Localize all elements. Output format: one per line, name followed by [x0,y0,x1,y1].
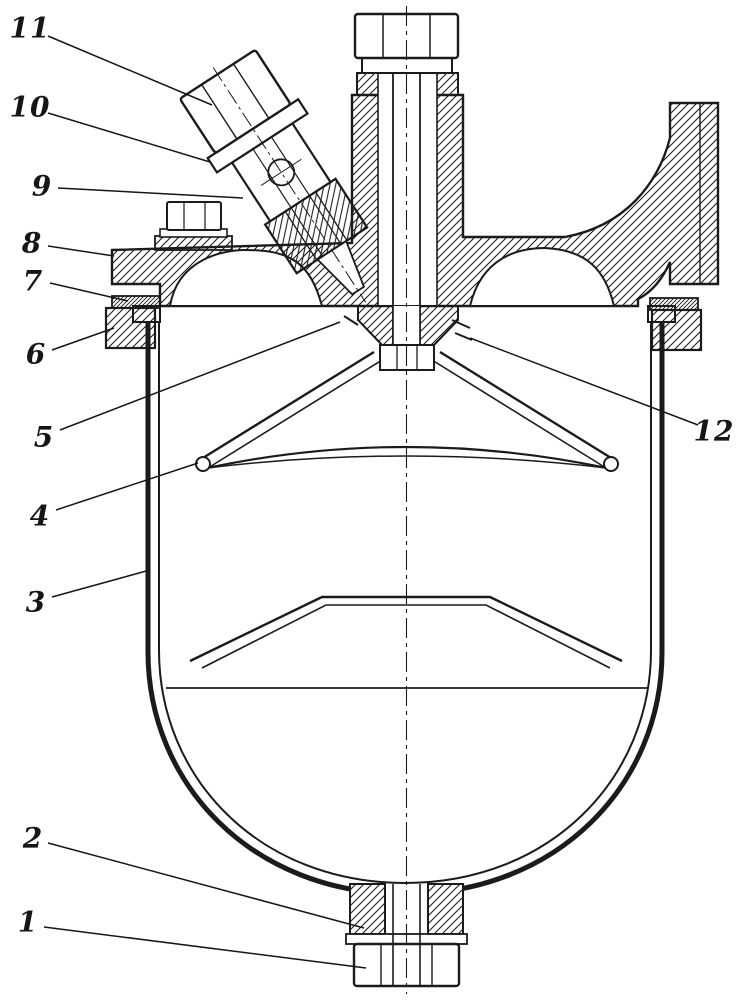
clamp-ring-left [104,306,157,350]
leader-line-12 [469,337,699,426]
vent-boss [154,235,233,251]
conical-baffle [195,350,619,472]
dome-element [206,445,608,470]
glass-bowl [132,305,676,897]
leader-line-11 [47,35,213,106]
bowl-gasket-left [111,295,161,309]
callout-4: 4 [29,499,51,533]
baffle-retainer [343,305,473,371]
callout-8: 8 [21,226,43,260]
leader-lines [43,35,699,969]
inlet-axis-centerline [212,67,367,303]
callout-6: 6 [25,337,47,371]
leader-line-5 [59,321,341,431]
inlet-fitting [179,49,369,303]
leader-line-2 [47,842,365,929]
head-cavity-left [168,248,324,307]
callout-9: 9 [31,169,53,203]
callout-7: 7 [22,264,44,298]
vent-bolt [154,201,233,251]
drain-boss-right [427,883,464,935]
bowl-gasket-right [649,297,699,311]
callout-5: 5 [33,420,55,454]
callout-2: 2 [22,821,44,855]
callout-12: 12 [693,414,735,448]
leader-line-8 [47,245,115,257]
baffle-rim-curl-left [195,456,211,472]
leader-line-1 [43,926,367,969]
leader-line-4 [55,462,199,511]
drain-boss-left [349,883,386,935]
head-cavity-right [468,246,616,307]
callout-10: 10 [9,90,51,124]
center-stud [392,73,421,345]
leader-line-10 [47,112,211,163]
baffle-rim-curl-right [603,456,619,472]
lock-washer-tab-right [451,319,471,329]
bowl-clamp-right [649,297,703,352]
vent-hex-head [166,201,222,231]
leader-line-6 [51,327,115,351]
leader-line-9 [57,187,244,199]
bowl-clamp-left [104,295,161,350]
callout-1: 1 [17,905,39,939]
clamp-ring-right [650,308,703,352]
filter-head [110,60,720,308]
callout-3: 3 [25,585,47,619]
callout-11: 11 [9,11,51,45]
leader-line-7 [49,282,129,302]
lock-washer-tab-left [343,315,359,326]
leader-line-3 [51,569,151,598]
